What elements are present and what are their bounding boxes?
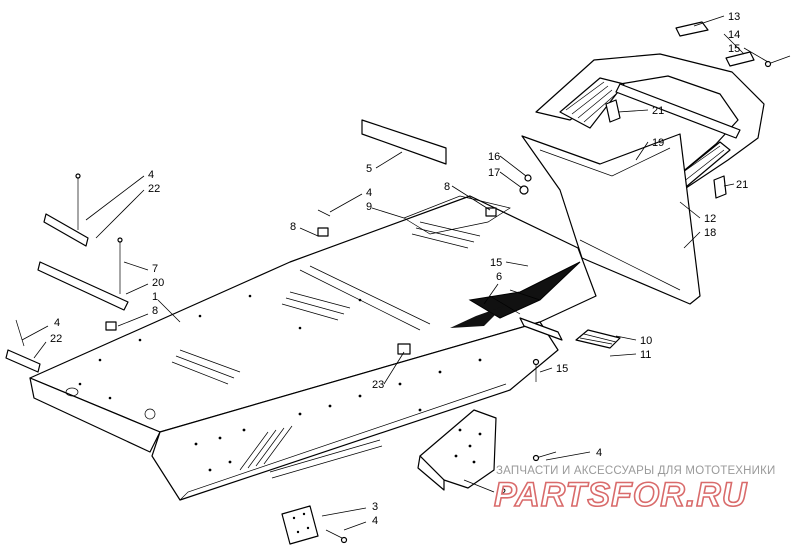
strip-part-5 — [361, 119, 447, 165]
callout-leader-c8b — [299, 227, 319, 237]
callout-leader-c9 — [371, 207, 405, 219]
watermark: ЗАПЧАСТИ И АКСЕССУАРЫ ДЛЯ МОТОТЕХНИКИ PA… — [493, 465, 776, 515]
callout-c8c: 8 — [152, 305, 158, 317]
callout-c8b: 8 — [290, 221, 296, 233]
left-brackets — [5, 173, 497, 373]
callout-leader-c13 — [693, 15, 725, 27]
callout-c4c: 4 — [54, 317, 60, 329]
callout-c3: 3 — [372, 501, 378, 513]
pad-part-10 — [575, 329, 621, 349]
callout-c4d: 4 — [596, 447, 602, 459]
callout-leader-c8a — [451, 185, 491, 211]
callout-leader-c17 — [499, 171, 523, 189]
callout-leader-c11 — [609, 353, 637, 357]
callout-leader-c21b — [723, 183, 735, 187]
callout-c20: 20 — [152, 277, 164, 289]
callout-leader-c7 — [123, 261, 149, 271]
callout-leader-c20 — [125, 283, 149, 295]
tunnel-assembly — [29, 195, 597, 501]
callout-c2: 2 — [500, 487, 506, 499]
decal-part-23 — [397, 343, 411, 355]
callout-c21a: 21 — [652, 105, 664, 117]
callout-leader-c4e — [343, 521, 367, 531]
callout-leader-c14 — [723, 33, 745, 55]
rear-flap-part-18 — [521, 133, 701, 305]
callout-c21b: 21 — [736, 179, 748, 191]
callout-leader-c10 — [615, 335, 637, 341]
callout-c15c: 15 — [556, 363, 568, 375]
panel-part-9 — [403, 195, 511, 235]
callout-leader-c1 — [157, 299, 181, 323]
watermark-logo: PARTSFOR.RU — [494, 476, 748, 514]
callout-leader-c22b — [33, 341, 47, 359]
callout-leader-c6 — [483, 283, 499, 305]
callout-leader-c4d — [545, 451, 591, 461]
callout-leader-c4c — [21, 325, 49, 341]
callout-c4a: 4 — [366, 187, 372, 199]
callout-leader-c4b — [85, 175, 145, 221]
callout-c6: 6 — [496, 271, 502, 283]
callout-c8a: 8 — [444, 181, 450, 193]
watermark-caption: ЗАПЧАСТИ И АКСЕССУАРЫ ДЛЯ МОТОТЕХНИКИ — [496, 465, 776, 477]
callout-leader-c18 — [683, 231, 701, 249]
callout-c14: 14 — [728, 29, 740, 41]
callout-leader-c21a — [617, 109, 649, 113]
plate-part-3 — [281, 505, 348, 545]
callout-c22a: 22 — [148, 183, 160, 195]
callout-leader-c3 — [321, 507, 367, 517]
bracket-part-2 — [417, 409, 557, 491]
callout-leader-c22a — [95, 189, 145, 239]
callout-leader-c15a — [743, 47, 769, 63]
callout-c22b: 22 — [50, 333, 62, 345]
callout-leader-c2 — [463, 479, 495, 493]
callout-c5: 5 — [366, 163, 372, 175]
callout-c17: 17 — [488, 167, 500, 179]
callout-leader-c4a — [329, 193, 363, 213]
callout-leader-c16 — [499, 155, 527, 177]
callout-c1: 1 — [152, 291, 158, 303]
callout-c23: 23 — [372, 379, 384, 391]
callout-c18: 18 — [704, 227, 716, 239]
callout-c11: 11 — [640, 349, 651, 361]
callout-leader-c5 — [375, 151, 403, 169]
callout-c7: 7 — [152, 263, 158, 275]
callout-c13: 13 — [728, 11, 740, 23]
callout-leader-c15c — [539, 367, 553, 373]
callout-c16: 16 — [488, 151, 500, 163]
callout-c9: 9 — [366, 201, 372, 213]
callout-c15b: 15 — [490, 257, 502, 269]
callout-leader-c8c — [117, 313, 149, 327]
callout-leader-c15b — [505, 261, 529, 267]
callout-c15a: 15 — [728, 43, 740, 55]
callout-leader-c12 — [679, 201, 701, 219]
callout-c4e: 4 — [372, 515, 378, 527]
callout-leader-c23 — [383, 351, 405, 385]
callout-c12: 12 — [704, 213, 716, 225]
callout-c10: 10 — [640, 335, 652, 347]
callout-c4b: 4 — [148, 169, 154, 181]
callout-leader-c19 — [635, 141, 649, 161]
callout-c19: 19 — [652, 137, 664, 149]
